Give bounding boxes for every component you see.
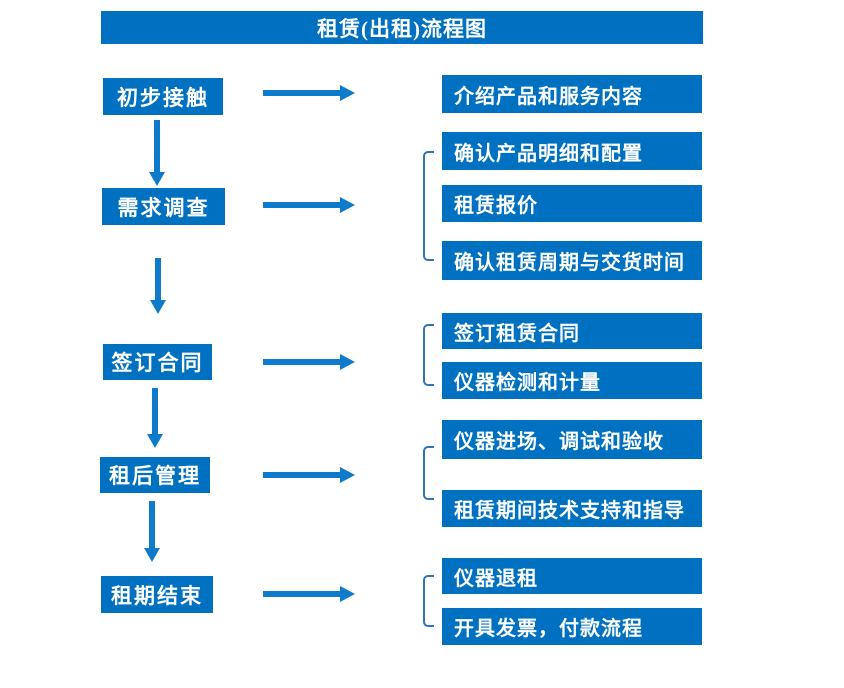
detail-label: 介绍产品和服务内容 — [454, 85, 643, 108]
detail-box-tech-support: 租赁期间技术支持和指导 — [442, 490, 702, 527]
detail-label: 仪器检测和计量 — [454, 372, 601, 394]
arrow-shaft — [263, 202, 341, 208]
detail-box-sign-rental-contract: 签订租赁合同 — [442, 313, 702, 349]
flowchart-title-bar: 租赁(出租)流程图 — [101, 11, 703, 44]
arrow-shaft — [263, 591, 341, 597]
arrow-shaft — [263, 359, 341, 365]
detail-box-instrument-setup-acceptance: 仪器进场、调试和验收 — [442, 420, 702, 459]
bracket-group-post-rental — [423, 446, 434, 500]
detail-label: 仪器退租 — [454, 567, 538, 590]
detail-box-confirm-product-config: 确认产品明细和配置 — [442, 132, 702, 170]
arrow-right-rental-end — [263, 586, 355, 602]
step-box-initial-contact: 初步接触 — [103, 78, 223, 115]
detail-box-invoice-payment: 开具发票，付款流程 — [442, 608, 702, 645]
detail-box-instrument-testing: 仪器检测和计量 — [442, 362, 702, 399]
arrow-right-post-rental — [263, 467, 355, 483]
arrow-shaft — [263, 90, 341, 96]
detail-label: 仪器进场、调试和验收 — [454, 431, 664, 453]
detail-label: 租赁期间技术支持和指导 — [454, 500, 685, 522]
step-box-rental-end: 租期结束 — [101, 576, 213, 613]
arrow-head-icon — [340, 85, 355, 101]
arrow-down-3 — [147, 388, 163, 448]
detail-box-instrument-return: 仪器退租 — [442, 558, 702, 594]
step-box-sign-contract: 签订合同 — [103, 344, 212, 380]
detail-label: 租赁报价 — [454, 195, 538, 217]
arrow-down-4 — [144, 501, 160, 562]
arrow-right-demand-survey — [263, 197, 355, 213]
detail-label: 确认租赁周期与交货时间 — [454, 252, 685, 274]
flowchart-title: 租赁(出租)流程图 — [317, 16, 487, 41]
bracket-group-rental-end — [423, 575, 434, 627]
arrow-right-initial-contact — [263, 85, 355, 101]
detail-box-introduce-products: 介绍产品和服务内容 — [442, 75, 702, 113]
arrow-head-icon — [147, 434, 163, 448]
arrow-head-icon — [149, 172, 165, 186]
arrow-shaft — [263, 472, 341, 478]
arrow-head-icon — [340, 354, 355, 370]
step-label: 需求调查 — [117, 195, 210, 220]
detail-box-confirm-period-delivery: 确认租赁周期与交货时间 — [442, 241, 702, 280]
step-label: 租期结束 — [111, 583, 203, 608]
arrow-shaft — [154, 120, 160, 173]
arrow-head-icon — [144, 548, 160, 562]
arrow-shaft — [152, 388, 158, 435]
detail-box-rental-quotation: 租赁报价 — [442, 185, 702, 222]
detail-label: 开具发票，付款流程 — [454, 618, 643, 640]
arrow-shaft — [149, 501, 155, 549]
bracket-group-sign-contract — [423, 324, 434, 386]
detail-label: 确认产品明细和配置 — [454, 142, 643, 165]
arrow-head-icon — [150, 300, 166, 314]
arrow-head-icon — [340, 197, 355, 213]
step-box-demand-survey: 需求调查 — [102, 188, 225, 225]
step-label: 租后管理 — [109, 464, 201, 488]
arrow-down-2 — [150, 258, 166, 314]
arrow-down-1 — [149, 120, 165, 186]
step-label: 初步接触 — [117, 85, 209, 110]
step-box-post-rental-management: 租后管理 — [100, 457, 210, 493]
arrow-shaft — [155, 258, 161, 301]
step-label: 签订合同 — [111, 351, 204, 375]
arrow-right-sign-contract — [263, 354, 355, 370]
arrow-head-icon — [340, 467, 355, 483]
bracket-group-demand-survey — [423, 151, 434, 261]
detail-label: 签订租赁合同 — [454, 322, 580, 345]
arrow-head-icon — [340, 586, 355, 602]
